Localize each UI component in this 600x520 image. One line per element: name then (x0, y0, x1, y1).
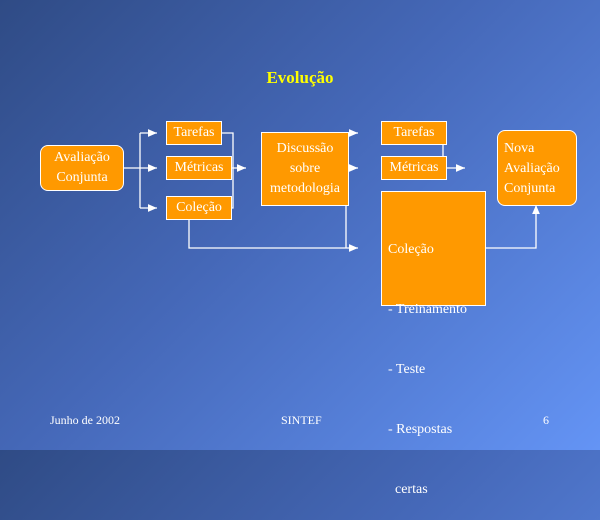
box-line: Coleção (388, 242, 434, 257)
box-line: Avaliação (504, 161, 560, 176)
box-line: sobre (289, 161, 321, 176)
discussao-box: Discussão sobre metodologia (261, 132, 349, 206)
box-line: metodologia (270, 181, 340, 196)
box-line: Nova (504, 141, 535, 156)
metricas-box-1: Métricas (166, 156, 232, 180)
footer-date: Junho de 2002 (50, 413, 120, 427)
box-line: - Treinamento (388, 302, 467, 317)
box-line: Conjunta (504, 181, 556, 196)
colecao-box-1: Coleção (166, 196, 232, 220)
box-line: Discussão (276, 141, 334, 156)
box-line: - Teste (388, 362, 426, 377)
box-line: certas (388, 482, 428, 497)
box-line: Avaliação (54, 150, 110, 165)
metricas-box-2: Métricas (381, 156, 447, 180)
slide-title: Evolução (266, 68, 334, 87)
tarefas-box-2: Tarefas (381, 121, 447, 145)
tarefas-box-1: Tarefas (166, 121, 222, 145)
box-line: - Respostas (388, 422, 453, 437)
footer-page-number: 6 (543, 413, 549, 427)
box-line: Conjunta (56, 170, 108, 185)
footer-org: SINTEF (281, 413, 322, 427)
colecao-box-2: Coleção - Treinamento - Teste - Resposta… (381, 191, 486, 497)
nova-avaliacao-box: Nova Avaliação Conjunta (497, 130, 577, 206)
connector-lines (147, 129, 540, 252)
